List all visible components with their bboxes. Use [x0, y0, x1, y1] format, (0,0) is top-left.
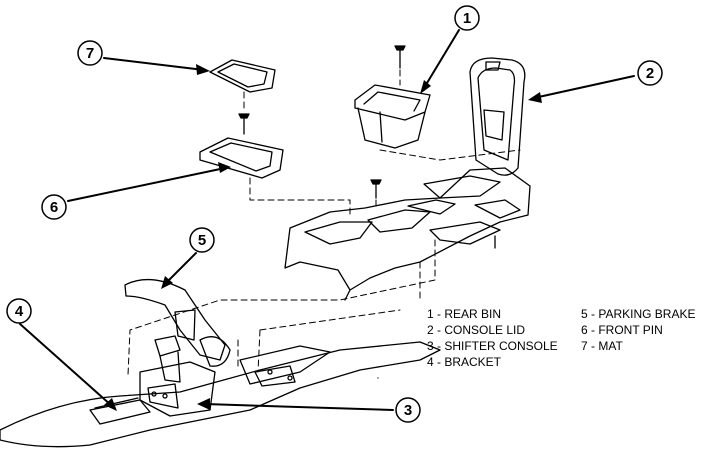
svg-text:2: 2	[646, 65, 654, 82]
console-body-part	[284, 167, 531, 379]
legend-item-mat: 7 - MAT	[581, 339, 623, 353]
svg-text:7: 7	[86, 45, 94, 62]
callout-1: 1	[454, 5, 480, 31]
legend-item-bracket: 4 - BRACKET	[427, 355, 502, 369]
mat-part	[209, 59, 276, 93]
legend-item-parking-brake: 5 - PARKING BRAKE	[581, 307, 696, 321]
leader-arrows	[19, 29, 635, 411]
legend-item-console-lid: 2 - CONSOLE LID	[427, 323, 526, 337]
legend-item-rear-bin: 1 - REAR BIN	[427, 307, 502, 321]
svg-text:4: 4	[15, 303, 24, 320]
callout-5: 5	[189, 227, 215, 253]
rear-bin-part	[354, 45, 431, 149]
callout-7: 7	[77, 40, 103, 66]
legend-right: 5 - PARKING BRAKE 6 - FRONT PIN 7 - MAT	[581, 306, 695, 354]
arrowheads	[104, 64, 542, 411]
svg-text:5: 5	[198, 232, 206, 249]
callout-6: 6	[41, 194, 67, 220]
callout-3: 3	[395, 397, 421, 423]
svg-text:6: 6	[50, 199, 58, 216]
callout-4: 4	[6, 298, 32, 324]
assembly-lines	[127, 69, 521, 376]
front-pin-part	[199, 113, 284, 179]
legend-left: 1 - REAR BIN 2 - CONSOLE LID 3 - SHIFTER…	[427, 306, 558, 370]
console-lid-part	[469, 57, 526, 176]
svg-text:1: 1	[463, 10, 471, 27]
floor-pan-part	[0, 341, 441, 448]
legend-item-front-pin: 6 - FRONT PIN	[581, 323, 663, 337]
svg-text:3: 3	[404, 402, 412, 419]
callout-2: 2	[637, 60, 663, 86]
legend-item-shifter-console: 3 - SHIFTER CONSOLE	[427, 339, 558, 353]
